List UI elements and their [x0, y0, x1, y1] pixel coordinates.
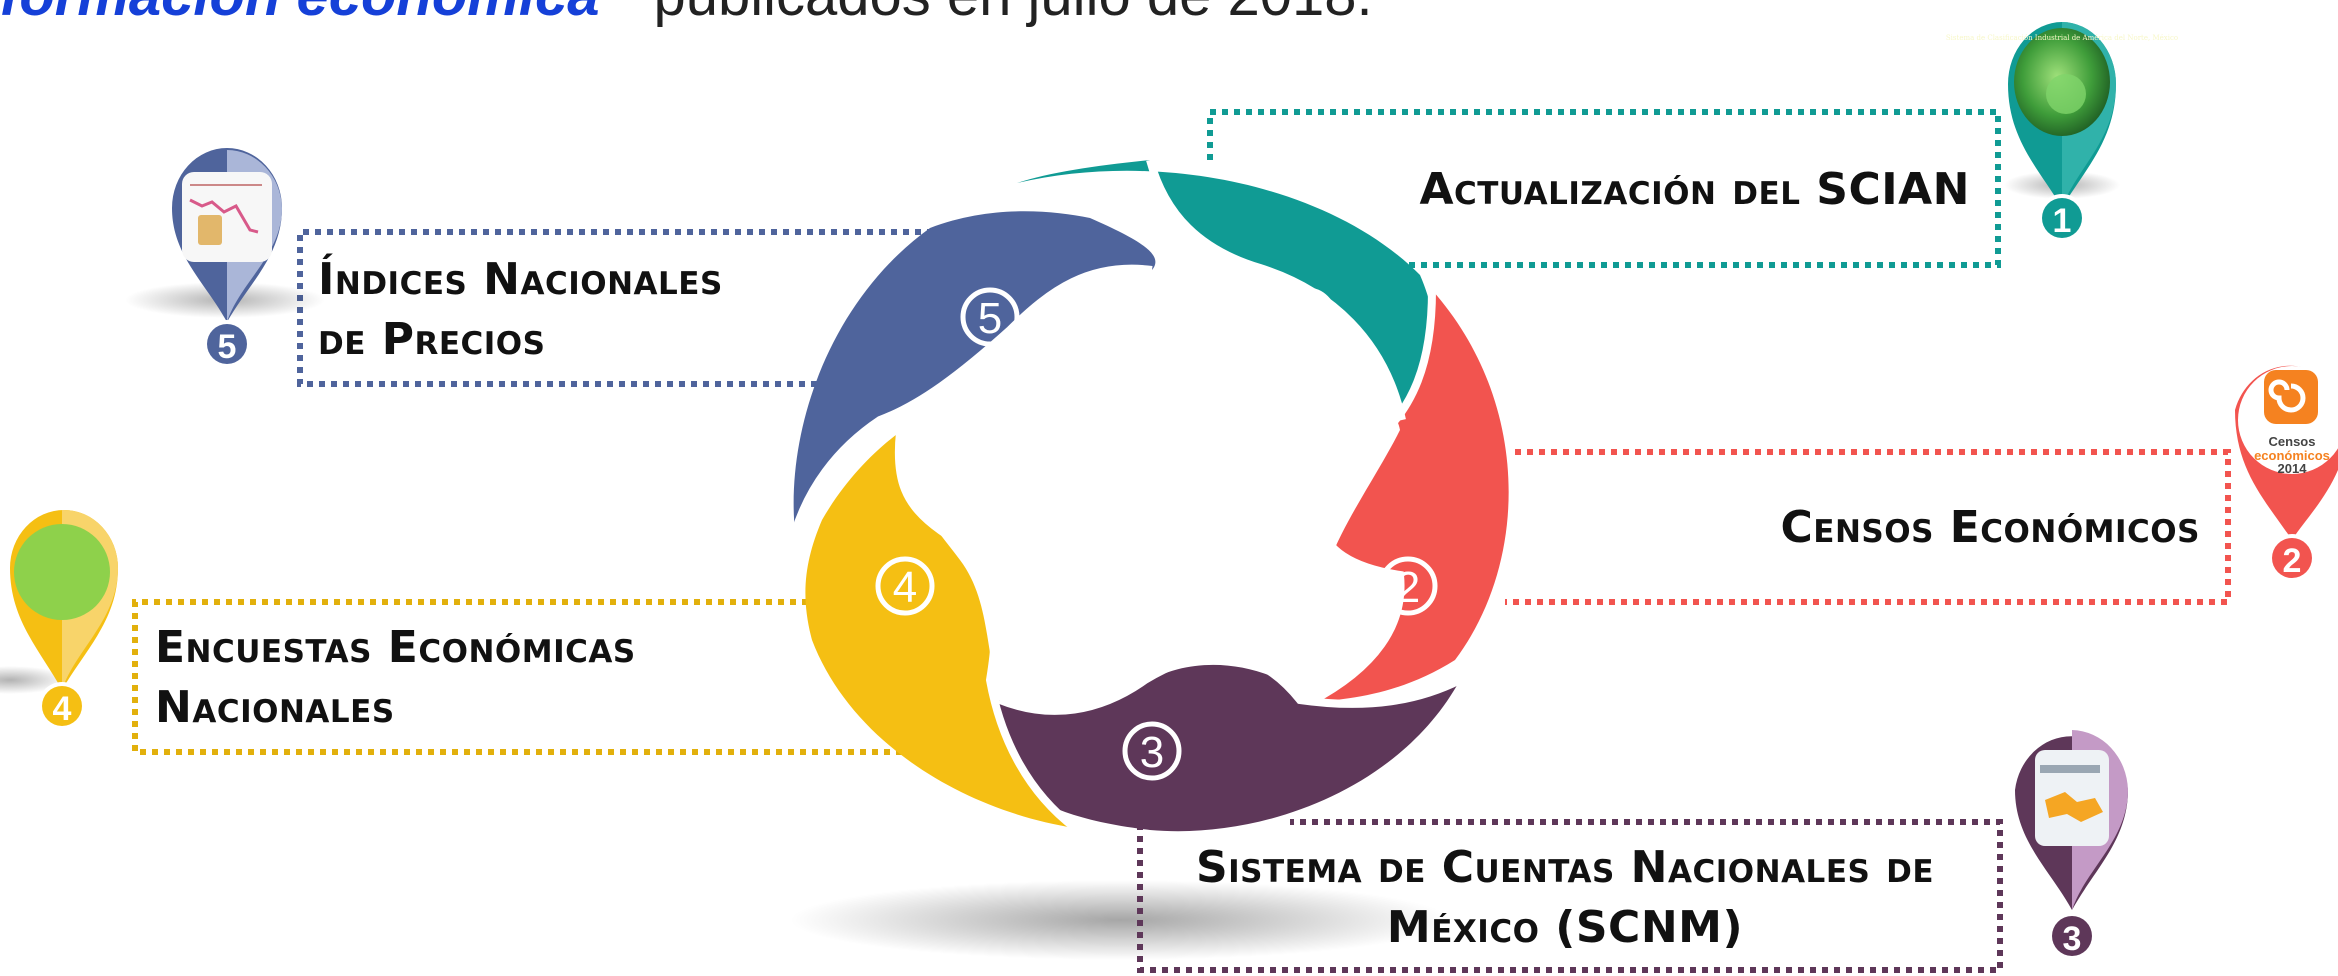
- label-4-line-2: Nacionales: [155, 682, 395, 733]
- svg-text:2014: 2014: [2278, 461, 2308, 476]
- svg-text:1: 1: [2053, 202, 2072, 240]
- label-3-line-2: México (SCNM): [1386, 902, 1744, 953]
- label-2: Censos Económicos: [1540, 498, 2200, 558]
- svg-text:Censos: Censos: [2269, 434, 2316, 449]
- svg-text:4: 4: [53, 690, 72, 728]
- svg-text:4: 4: [893, 563, 917, 612]
- pin-2: Censos económicos 2014 2: [2235, 365, 2338, 582]
- label-4-line-1: Encuestas Económicas: [155, 622, 636, 673]
- wheel-number-2: 2: [1378, 556, 1438, 616]
- svg-text:Sistema de Clasificación Indus: Sistema de Clasificación Industrial de A…: [1946, 34, 2178, 42]
- wheel-number-4: 4: [875, 556, 935, 616]
- svg-text:5: 5: [218, 328, 237, 366]
- connector-1: [1207, 109, 2001, 268]
- label-2-line: Censos Económicos: [1780, 502, 2200, 553]
- svg-text:5: 5: [978, 294, 1002, 343]
- pin-3: 3: [2015, 730, 2128, 960]
- label-1-line: Actualización del SCIAN: [1419, 164, 1970, 215]
- label-3-line-1: Sistema de Cuentas Nacionales de: [1195, 842, 1935, 893]
- header-highlight: formación económica: [0, 0, 599, 28]
- wheel-number-5: 5: [960, 287, 1020, 347]
- wheel-number-3: 3: [1122, 721, 1182, 781]
- svg-text:económicos: económicos: [2254, 448, 2330, 463]
- green-circle-icon: [14, 524, 110, 620]
- label-4: Encuestas Económicas Nacionales: [155, 618, 855, 738]
- connector-4: [132, 599, 905, 755]
- connector-2: [1505, 449, 2231, 605]
- label-5-line-1: Índices Nacionales: [318, 254, 723, 305]
- pin-1: Sistema de Clasificación Industrial de A…: [1946, 22, 2178, 242]
- censos-economicos-logo: Censos económicos 2014: [2238, 366, 2338, 476]
- header-text: formación económica publicados en julio d…: [0, 0, 1600, 26]
- svg-text:1: 1: [1295, 294, 1319, 343]
- price-index-thumbnail: [182, 172, 272, 262]
- wheel-center: [900, 272, 1400, 712]
- svg-text:2: 2: [2283, 542, 2302, 580]
- wheel-segment-1: [1017, 160, 1437, 420]
- wheel-segment-5: [793, 211, 1156, 532]
- wheel-shadow: [790, 880, 1450, 960]
- connector-3: [1137, 819, 2003, 973]
- label-3: Sistema de Cuentas Nacionales de México …: [1150, 838, 1980, 958]
- scian-cover-thumbnail: Sistema de Clasificación Industrial de A…: [1946, 28, 2178, 136]
- header-rest: publicados en julio de 2018.: [653, 0, 1372, 28]
- wheel-segment-4: [805, 432, 1075, 828]
- svg-text:2: 2: [1396, 563, 1420, 612]
- label-5: Índices Nacionales de Precios: [318, 250, 838, 370]
- svg-text:3: 3: [1140, 728, 1164, 777]
- wheel-segment-2: [1310, 290, 1509, 702]
- label-5-line-2: de Precios: [318, 314, 546, 365]
- label-1: Actualización del SCIAN: [1230, 160, 1970, 220]
- pin-4: 4: [0, 509, 119, 730]
- pin-5: 5: [125, 148, 325, 368]
- wheel-number-1: 1: [1277, 287, 1337, 347]
- wheel: [791, 158, 1509, 832]
- svg-text:3: 3: [2063, 920, 2082, 958]
- scnm-map-thumbnail: [2035, 750, 2109, 846]
